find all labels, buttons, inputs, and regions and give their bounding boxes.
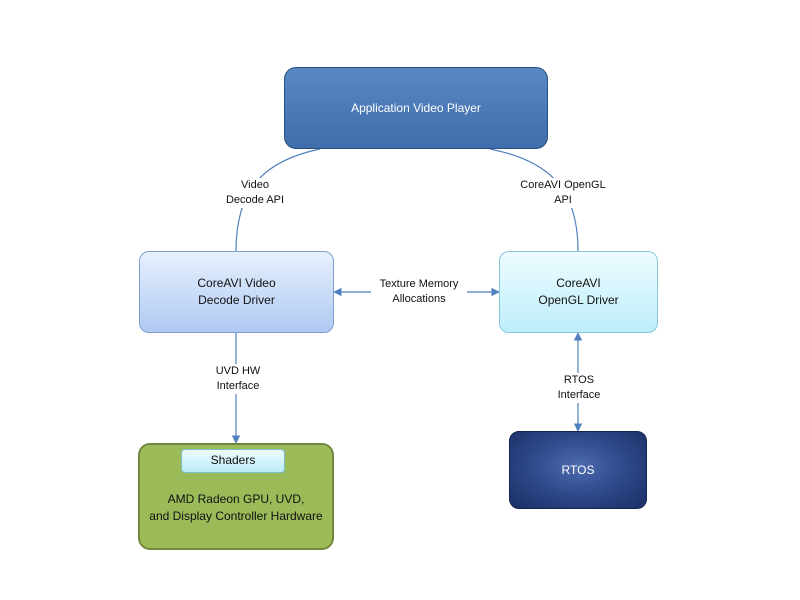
- gpu-hardware-label: AMD Radeon GPU, UVD, and Display Control…: [149, 491, 323, 523]
- shaders-label: Shaders: [210, 453, 256, 467]
- texture-memory-label: Texture Memory Allocations: [371, 277, 467, 307]
- video-decode-driver-label: CoreAVI Video Decode Driver: [197, 276, 276, 307]
- video-decode-api-label: Video Decode API: [222, 178, 288, 208]
- uvd-hw-interface-label: UVD HW Interface: [208, 364, 268, 394]
- rtos-node: RTOS: [509, 431, 647, 509]
- opengl-api-label: CoreAVI OpenGL API: [513, 178, 613, 208]
- video-decode-driver-node: CoreAVI Video Decode Driver: [139, 251, 334, 333]
- opengl-driver-label: CoreAVI OpenGL Driver: [538, 276, 619, 307]
- opengl-driver-node: CoreAVI OpenGL Driver: [499, 251, 658, 333]
- application-video-player-label: Application Video Player: [351, 100, 481, 115]
- shaders-node: Shaders: [181, 449, 285, 473]
- rtos-interface-label: RTOS Interface: [549, 373, 609, 403]
- rtos-label: RTOS: [561, 462, 595, 477]
- application-video-player-node: Application Video Player: [284, 67, 548, 149]
